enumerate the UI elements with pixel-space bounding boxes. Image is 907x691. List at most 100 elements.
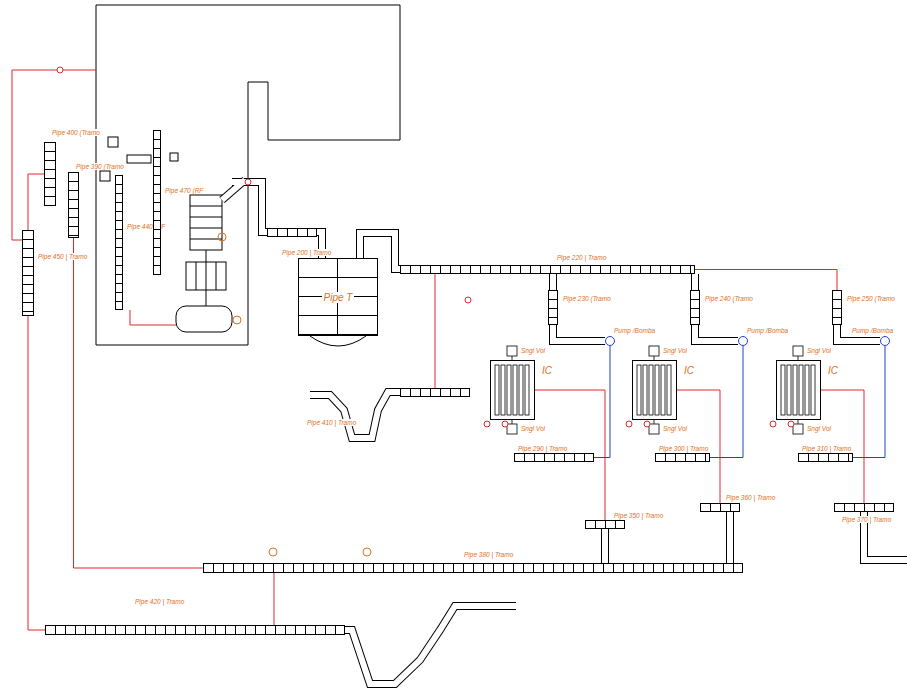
pipe-label: Pump /Bomba <box>613 327 656 334</box>
drawing-part <box>501 365 505 415</box>
drawing-part <box>269 548 277 556</box>
pipe-segment: Pipe 410 | Tramo <box>400 388 470 397</box>
drawing-part <box>196 262 197 290</box>
pipe-segment: Pipe 380 | Tramo <box>203 563 743 573</box>
pipe-run <box>691 274 699 290</box>
pipe-segment: Pipe 250 (Tramo <box>832 290 842 325</box>
pipe-label: Pipe 400 (Tramo <box>51 129 101 136</box>
drawing-part <box>793 346 803 356</box>
pipe-run <box>345 606 516 684</box>
signal-line <box>12 70 96 240</box>
pipe-segment: Pipe 450 | Tramo <box>22 230 34 316</box>
pipe-run <box>310 392 400 438</box>
tank-label: Pipe T <box>322 292 355 303</box>
drawing-part <box>654 420 655 424</box>
drawing-part <box>811 365 815 415</box>
pipe-label: Pipe 300 | Tramo <box>658 445 709 452</box>
drawing-part <box>502 421 508 427</box>
pipe-segment: Pipe 400 (Tramo <box>44 142 56 206</box>
pipe-label: Pipe 240 (Tramo <box>704 295 754 302</box>
drawing-part <box>484 421 490 427</box>
volume-label: Sngl Vol <box>520 425 546 432</box>
signal-connector <box>710 346 743 458</box>
signal-connector <box>594 346 610 458</box>
drawing-part <box>799 365 803 415</box>
pipe-segment: Pipe 200 | Tramo <box>267 228 317 237</box>
drawing-part <box>507 365 511 415</box>
pipe-segment: Pipe 290 | Tramo <box>514 453 594 462</box>
drawing-part <box>781 365 785 415</box>
drawing-part <box>649 346 659 356</box>
volume-label: Sngl Vol <box>806 347 832 354</box>
drawing-part <box>176 306 232 332</box>
drawing-part <box>127 155 151 163</box>
signal-connector <box>28 174 44 230</box>
pipe-run-inner <box>692 274 698 290</box>
drawing-part <box>649 365 653 415</box>
drawing-part <box>363 548 371 556</box>
drawing-part <box>507 424 517 434</box>
signal-connector <box>74 238 204 568</box>
pipe-run <box>601 529 609 563</box>
pipe-run-inner <box>550 274 556 290</box>
drawing-part <box>644 421 650 427</box>
pipe-segment: Pipe 310 | Tramo <box>798 453 853 462</box>
drawing-part <box>190 217 222 218</box>
tank-vessel: Pipe T <box>298 258 378 336</box>
pipe-label: Pipe 420 | Tramo <box>134 598 185 605</box>
tank-bottom <box>310 336 366 346</box>
drawing-part <box>805 365 809 415</box>
pipe-segment: Pipe 370 | Tramo <box>834 503 894 512</box>
containment-outline <box>96 5 400 345</box>
signal-connector <box>695 270 837 291</box>
pipe-run <box>695 325 738 341</box>
component-label: IC <box>683 365 695 377</box>
pipe-run-inner <box>310 392 400 438</box>
pipe-label: Pipe 380 | Tramo <box>463 551 514 558</box>
drawing-part <box>661 365 665 415</box>
drawing-part <box>218 233 226 241</box>
pipe-run-inner <box>727 512 733 563</box>
drawing-part <box>465 297 471 303</box>
drawing-part <box>206 250 207 262</box>
pump-symbol: Pump /Bomba <box>738 336 748 346</box>
drawing-part <box>100 171 110 181</box>
drawing-part <box>655 365 659 415</box>
drawing-part <box>519 365 523 415</box>
component-label: IC <box>541 365 553 377</box>
pipe-label: Pipe 200 | Tramo <box>281 249 332 256</box>
pipe-label: Pump /Bomba <box>851 327 894 334</box>
pipe-label: Pipe 220 | Tramo <box>556 254 607 261</box>
pump-symbol: Pump /Bomba <box>605 336 615 346</box>
volume-label: Sngl Vol <box>806 425 832 432</box>
pipe-label: Pump /Bomba <box>746 327 789 334</box>
pipe-segment: Pipe 240 (Tramo <box>690 290 700 325</box>
drawing-part <box>787 365 791 415</box>
signal-connector <box>274 573 275 625</box>
pipe-segment: Pipe 230 (Tramo <box>548 290 558 325</box>
pipe-run-inner <box>345 606 516 684</box>
drawing-part <box>643 365 647 415</box>
valve-symbols <box>57 67 794 427</box>
volume-label: Sngl Vol <box>520 347 546 354</box>
drawing-part <box>513 365 517 415</box>
drawing-part <box>206 262 207 290</box>
pipe-label: Pipe 450 | Tramo <box>37 253 88 260</box>
drawing-part <box>206 290 207 306</box>
drawing-part <box>216 262 217 290</box>
pipe-segment: Pipe 360 | Tramo <box>700 503 740 512</box>
pipe-run <box>553 325 605 341</box>
volume-label: Sngl Vol <box>662 425 688 432</box>
drawing-part <box>770 421 776 427</box>
pipe-segment: Pipe 390 (Tramo <box>68 172 79 238</box>
pipe-label: Pipe 250 (Tramo <box>846 295 896 302</box>
heat-exchanger: IC <box>776 360 821 420</box>
pipe-runs <box>222 180 907 684</box>
pipe-segment: Pipe 300 | Tramo <box>655 453 710 462</box>
drawing-part <box>190 206 222 207</box>
drawing-part <box>190 195 222 250</box>
drawing-part <box>788 421 794 427</box>
signal-connector <box>853 346 885 458</box>
